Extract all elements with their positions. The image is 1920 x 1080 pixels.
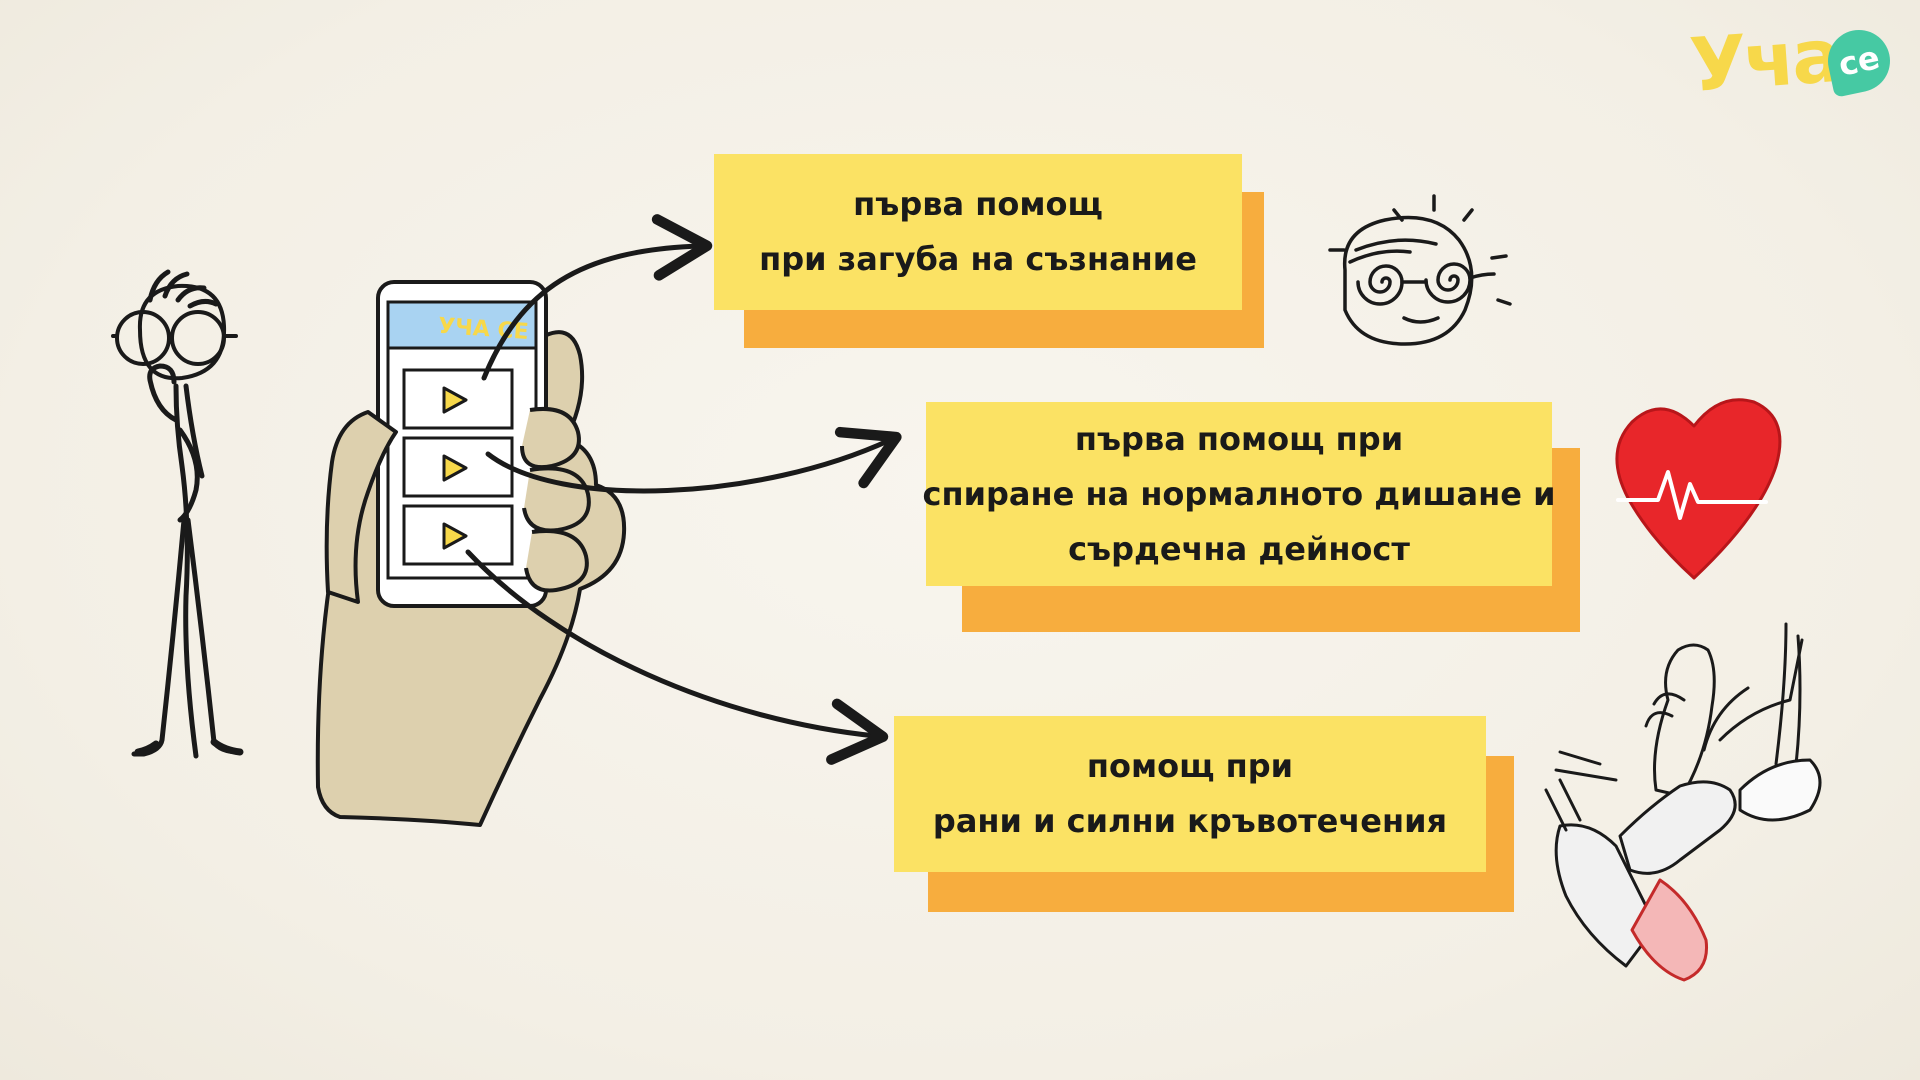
card-line: спиране на нормалното дишане и [922, 474, 1556, 513]
play-icon[interactable] [442, 522, 468, 550]
arrow-icon [485, 426, 902, 494]
topic-card-bleeding[interactable]: помощ при рани и силни кръвотечения [894, 716, 1514, 912]
card-face: първа помощ при спиране на нормалното ди… [923, 402, 1555, 586]
card-line: при загуба на съзнание [759, 240, 1197, 278]
card-line: рани и силни кръвотечения [932, 802, 1448, 840]
card-line: първа помощ [853, 185, 1103, 223]
arrow-icon [465, 549, 889, 765]
play-icon[interactable] [442, 386, 468, 414]
card-line: първа помощ при [1074, 419, 1404, 458]
card-face: първа помощ при загуба на съзнание [714, 154, 1242, 310]
topic-card-unconsciousness[interactable]: първа помощ при загуба на съзнание [714, 154, 1264, 350]
card-face: помощ при рани и силни кръвотечения [894, 716, 1486, 872]
topic-card-cpr[interactable]: първа помощ при спиране на нормалното ди… [923, 402, 1580, 632]
arrow-icon [481, 214, 713, 381]
card-line: сърдечна дейност [1068, 529, 1410, 568]
card-line: помощ при [1086, 747, 1294, 785]
play-icon[interactable] [442, 454, 468, 482]
